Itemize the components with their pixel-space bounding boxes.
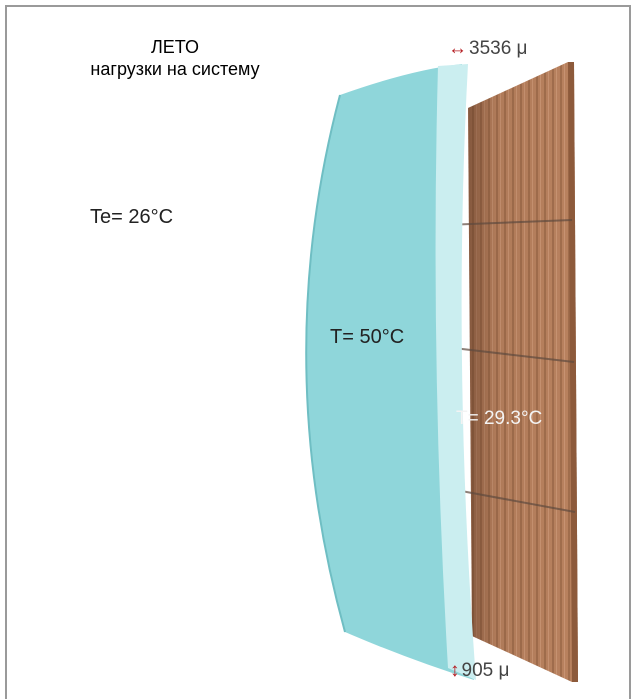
vertical-dimension-value: 905 μ	[461, 660, 510, 681]
horizontal-arrow-icon: ↔	[448, 38, 467, 59]
insulation-layer	[305, 64, 476, 680]
wall-layer	[444, 62, 578, 682]
title-season: ЛЕТО	[150, 37, 199, 57]
vertical-dimension: ↕905 μ	[450, 660, 509, 682]
horizontal-dimension: ↔3536 μ	[448, 38, 528, 60]
wall-temperature-label: T= 29.3°C	[456, 408, 543, 429]
diagram-title: ЛЕТО нагрузки на систему	[20, 36, 330, 80]
exterior-temperature-label: Te= 26°C	[90, 206, 174, 228]
title-subtitle: нагрузки на систему	[90, 59, 260, 79]
insulation-temperature-label: T= 50°C	[330, 326, 405, 348]
vertical-arrow-icon: ↕	[450, 660, 460, 681]
diagram-frame	[5, 5, 631, 699]
horizontal-dimension-value: 3536 μ	[469, 38, 528, 59]
